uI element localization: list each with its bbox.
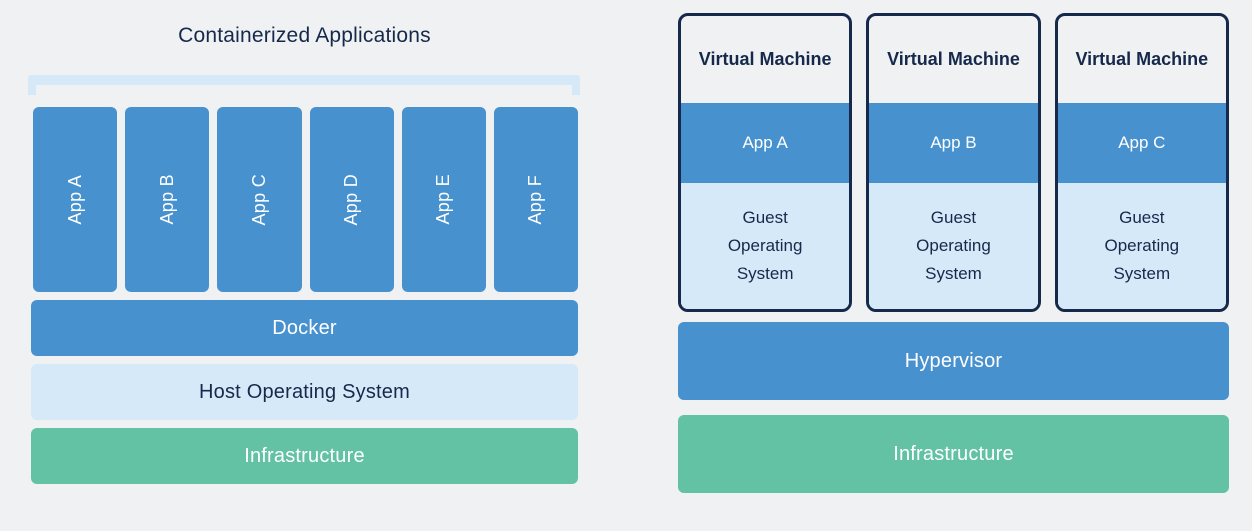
container-app-a-label: App A <box>64 174 85 225</box>
container-app-e-label: App E <box>433 174 454 225</box>
vm-3-guest-os-label: Guest Operating System <box>1104 208 1180 283</box>
container-app-d-label: App D <box>341 173 362 226</box>
vm-3-app: App C <box>1057 103 1226 183</box>
container-app-f-label: App F <box>525 174 546 225</box>
vm-3-guest-os: Guest Operating System <box>1057 183 1226 309</box>
virtual-machines-row: Virtual Machine App A Guest Operating Sy… <box>678 13 1229 312</box>
virtual-machine-3: Virtual Machine App C Guest Operating Sy… <box>1054 13 1229 312</box>
vm-1-guest-os: Guest Operating System <box>681 183 850 309</box>
container-app-c-label: App C <box>248 173 269 226</box>
virtual-machine-3-title: Virtual Machine <box>1075 49 1209 69</box>
container-app-c: App C <box>217 107 302 292</box>
vm-2-guest-os-label: Guest Operating System <box>916 208 991 283</box>
container-app-e: App E <box>401 107 486 292</box>
infrastructure-layer-right: Infrastructure <box>678 415 1229 493</box>
vm-2-guest-os: Guest Operating System <box>869 183 1038 309</box>
virtual-machine-1: Virtual Machine App A Guest Operating Sy… <box>678 13 853 312</box>
container-apps-row: App A App B App C App D App E App F <box>33 107 579 292</box>
host-operating-system-layer: Host Operating System <box>31 364 578 420</box>
container-app-b-label: App B <box>156 174 177 225</box>
apps-group-bracket <box>28 75 580 95</box>
container-app-f: App F <box>493 107 579 292</box>
hypervisor-layer: Hypervisor <box>678 322 1229 400</box>
virtual-machine-2: Virtual Machine App B Guest Operating Sy… <box>866 13 1041 312</box>
vm-2-app: App B <box>869 103 1038 183</box>
docker-layer: Docker <box>31 300 578 356</box>
infrastructure-layer-left: Infrastructure <box>31 428 578 484</box>
virtual-machine-2-title: Virtual Machine <box>887 49 1020 69</box>
vm-1-guest-os-label: Guest Operating System <box>727 208 803 283</box>
container-app-d: App D <box>309 107 394 292</box>
container-app-a: App A <box>33 107 118 292</box>
container-app-b: App B <box>125 107 210 292</box>
containerized-applications-title: Containerized Applications <box>178 24 431 47</box>
virtual-machine-1-title: Virtual Machine <box>698 49 832 69</box>
vm-1-app: App A <box>681 103 850 183</box>
